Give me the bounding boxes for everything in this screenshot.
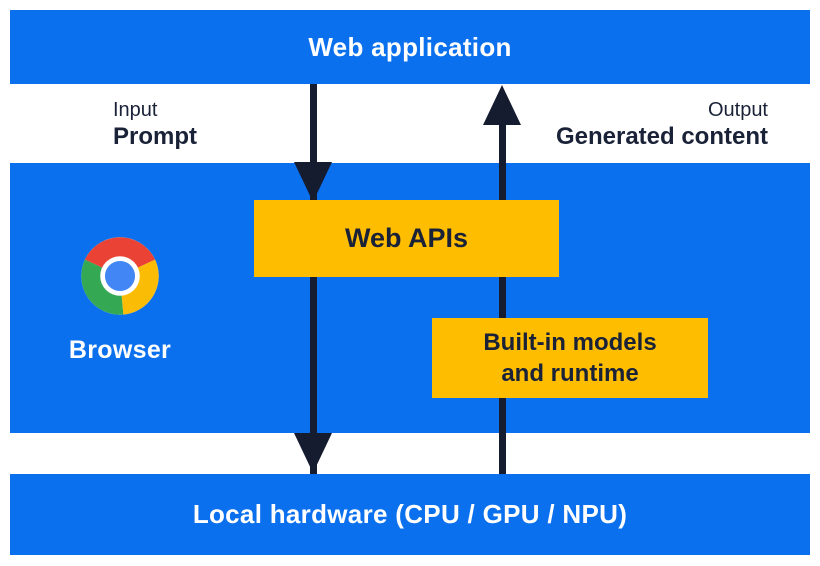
chrome-logo-icon [77, 237, 163, 323]
web-application-bar: Web application [10, 10, 810, 84]
builtin-models-line1: Built-in models [483, 328, 657, 356]
input-annotation: Input Prompt [113, 99, 197, 151]
up-arrow-line [499, 115, 506, 474]
builtin-models-box: Built-in models and runtime [432, 318, 708, 398]
local-hardware-bar: Local hardware (CPU / GPU / NPU) [10, 474, 810, 555]
down-arrow-line [310, 84, 317, 474]
browser-label: Browser [68, 336, 172, 364]
output-caption: Output [707, 99, 768, 121]
down-arrowhead-into-web-apis-icon [294, 162, 332, 202]
input-value: Prompt [113, 122, 197, 150]
builtin-models-line2: and runtime [501, 360, 639, 387]
web-application-label: Web application [308, 31, 512, 62]
down-arrowhead-into-hardware-icon [294, 433, 332, 473]
input-caption: Input [113, 99, 158, 121]
output-value: Generated content [555, 122, 768, 150]
web-apis-box: Web APIs [254, 200, 559, 277]
web-apis-label: Web APIs [344, 223, 469, 253]
local-hardware-label: Local hardware (CPU / GPU / NPU) [192, 499, 628, 529]
browser-section: Browser [30, 233, 210, 365]
output-annotation: Output Generated content [556, 99, 768, 151]
up-arrowhead-into-web-app-icon [483, 85, 521, 125]
